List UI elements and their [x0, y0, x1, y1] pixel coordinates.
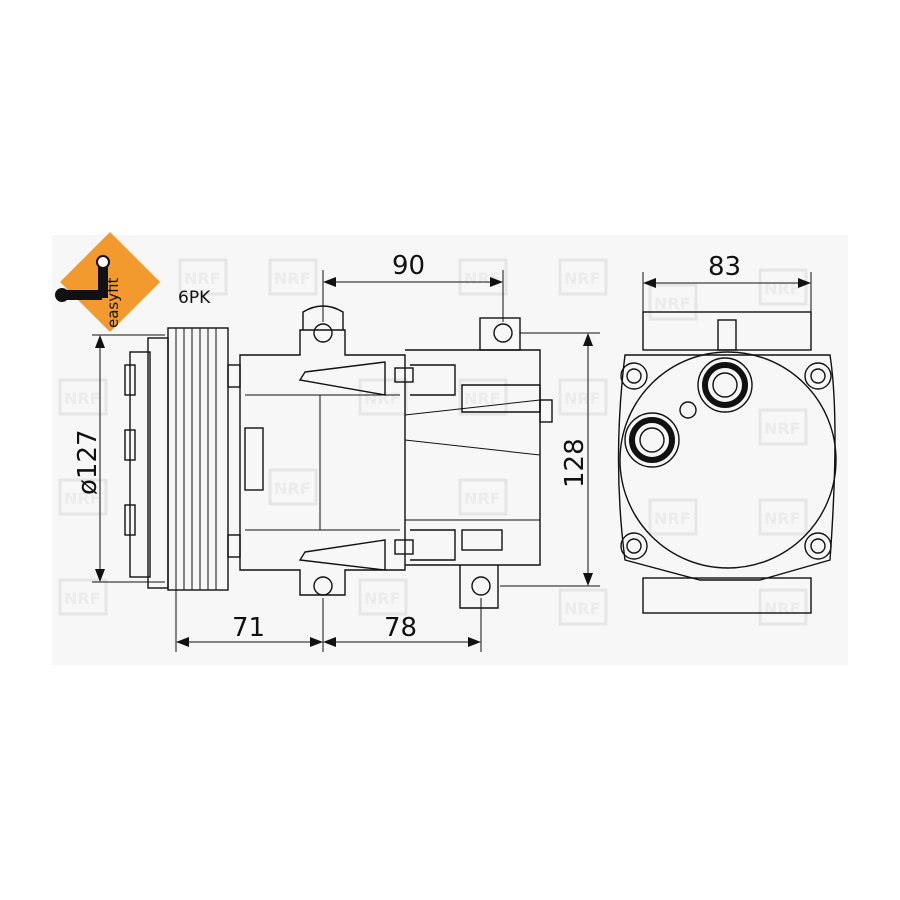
compressor-end-view — [617, 311, 837, 614]
dimension-top-width-label: 90 — [392, 251, 425, 281]
drawing-panel — [52, 235, 848, 665]
svg-text:NRF: NRF — [764, 509, 801, 528]
dimension-pulley-diameter: ø127 — [73, 334, 165, 583]
svg-text:NRF: NRF — [564, 599, 601, 618]
svg-text:NRF: NRF — [364, 389, 401, 408]
dimension-side-width: 83 — [642, 252, 812, 312]
svg-text:NRF: NRF — [64, 489, 101, 508]
svg-text:NRF: NRF — [654, 294, 691, 313]
svg-text:NRF: NRF — [564, 389, 601, 408]
dimension-height: 128 — [500, 332, 600, 587]
svg-text:NRF: NRF — [464, 489, 501, 508]
svg-text:NRF: NRF — [274, 479, 311, 498]
svg-text:NRF: NRF — [564, 269, 601, 288]
dimension-pulley-diameter-label: ø127 — [73, 429, 103, 495]
dimension-bottom-right-label: 78 — [384, 613, 417, 643]
svg-text:NRF: NRF — [184, 269, 221, 288]
watermark-grid: NRF NRF NRF NRF NRF NRF NRF NRF NRF NRF … — [58, 258, 808, 626]
wrench-icon — [55, 255, 110, 302]
pulley — [124, 327, 241, 591]
belt-type-label: 6PK — [178, 288, 211, 308]
dimension-side-width-label: 83 — [708, 252, 741, 282]
dimension-bottom-left-label: 71 — [232, 613, 265, 643]
svg-text:NRF: NRF — [764, 599, 801, 618]
dimension-bottom-right: 78 — [323, 598, 482, 652]
dimension-height-label: 128 — [560, 438, 590, 488]
svg-text:NRF: NRF — [64, 589, 101, 608]
svg-text:NRF: NRF — [464, 269, 501, 288]
easyfit-badge: easyfit — [55, 232, 160, 332]
svg-text:NRF: NRF — [64, 389, 101, 408]
svg-text:NRF: NRF — [654, 509, 691, 528]
svg-text:NRF: NRF — [764, 419, 801, 438]
dimension-top-width: 90 — [322, 251, 504, 322]
svg-text:NRF: NRF — [464, 389, 501, 408]
compressor-body-side — [239, 305, 553, 609]
dimension-bottom-left: 71 — [175, 590, 324, 652]
easyfit-badge-diamond — [60, 232, 160, 332]
easyfit-label: easyfit — [104, 277, 122, 328]
svg-text:NRF: NRF — [364, 589, 401, 608]
svg-text:NRF: NRF — [764, 279, 801, 298]
svg-text:NRF: NRF — [274, 269, 311, 288]
